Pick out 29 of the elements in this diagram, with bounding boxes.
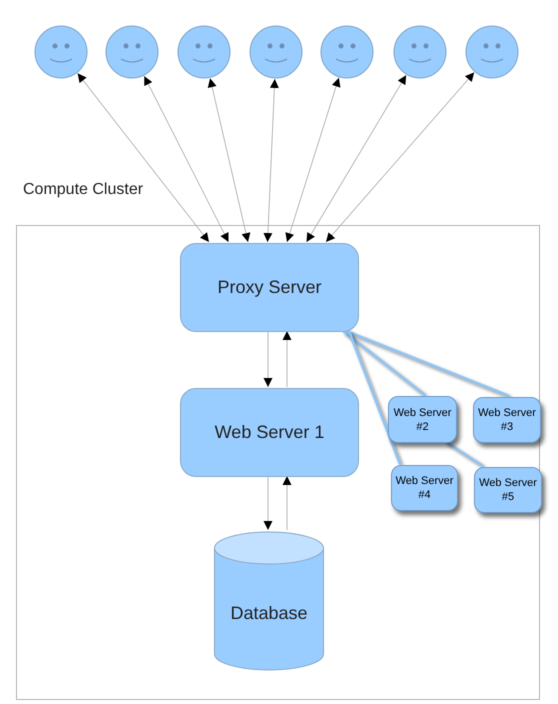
server-box xyxy=(180,388,359,477)
node-label: Web Server #2 xyxy=(392,406,452,434)
server-box xyxy=(180,243,359,332)
connector-line xyxy=(346,330,510,398)
node-label: Web Server 1 xyxy=(214,422,324,443)
node-label: Database xyxy=(230,602,308,624)
server-box xyxy=(474,467,542,513)
arrow xyxy=(282,476,292,530)
server-box xyxy=(388,396,457,443)
node-label: Web Server #4 xyxy=(394,474,454,502)
cluster-title: Compute Cluster xyxy=(23,180,144,200)
arrow xyxy=(326,72,475,242)
arrow xyxy=(306,74,407,242)
arrow xyxy=(208,78,250,242)
arrow xyxy=(263,78,279,242)
node-label: Web Server #3 xyxy=(477,406,537,434)
arrow xyxy=(285,77,340,242)
node-label: Web Server #5 xyxy=(478,476,538,504)
connector-line xyxy=(348,330,402,464)
connector-line xyxy=(342,330,426,396)
connector-line xyxy=(445,440,484,468)
arrow xyxy=(77,72,210,242)
arrow xyxy=(282,330,292,388)
arrow xyxy=(264,476,272,530)
server-box xyxy=(473,397,541,443)
node-label: Proxy Server xyxy=(217,277,322,298)
arrow xyxy=(144,76,229,242)
arrow xyxy=(264,330,272,388)
server-box xyxy=(391,465,458,511)
